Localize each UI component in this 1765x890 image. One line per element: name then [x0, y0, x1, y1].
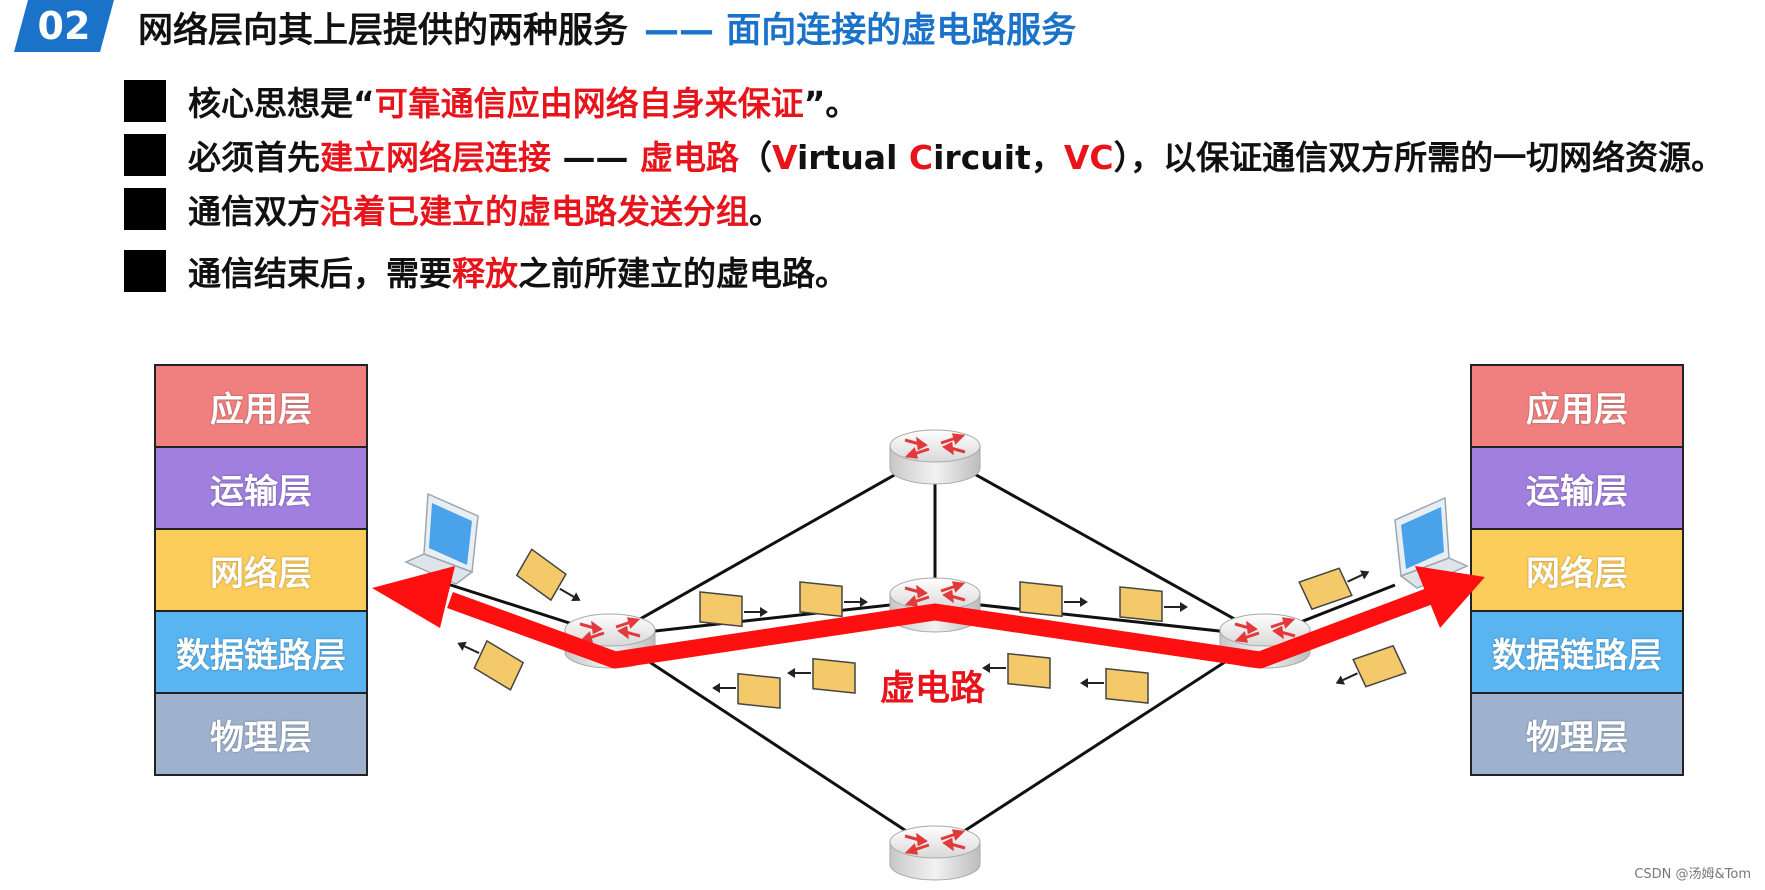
- layer-datalink: 数据链路层: [1472, 612, 1682, 694]
- bullet-segment: 之前所建立的虚电路。: [518, 254, 848, 293]
- bullet-segment: VC: [1063, 138, 1114, 177]
- bullet-segment: 虚电路: [639, 138, 739, 177]
- packet-icon: [513, 548, 592, 615]
- packet-icon: [711, 672, 781, 710]
- bullet-segment: （: [738, 138, 772, 177]
- link: [934, 450, 1266, 638]
- bullet-segment: 建立网络层连接: [320, 138, 551, 177]
- layer-network: 网络层: [1472, 530, 1682, 612]
- bullet-text: 通信结束后，需要释放之前所建立的虚电路。: [188, 247, 848, 295]
- bullet-item: 必须首先建立网络层连接 —— 虚电路（Virtual Circuit，VC），以…: [124, 130, 1724, 180]
- section-badge: 02: [14, 0, 114, 52]
- packet-icon: [981, 652, 1051, 690]
- left-protocol-stack: 应用层 运输层 网络层 数据链路层 物理层: [154, 364, 368, 776]
- packet-icon: [786, 657, 856, 695]
- bullet-segment: ——: [551, 138, 640, 177]
- bullet-text: 核心思想是“可靠通信应由网络自身来保证”。: [188, 77, 858, 125]
- bullet-text: 通信双方沿着已建立的虚电路发送分组。: [188, 185, 782, 233]
- router-bottom-icon: [888, 824, 982, 882]
- bullet-segment: 沿着已建立的虚电路发送分组: [320, 192, 749, 231]
- bullet-segment: ircuit，: [933, 138, 1064, 177]
- link: [609, 598, 936, 638]
- title-main: 网络层向其上层提供的两种服务: [138, 11, 629, 51]
- layer-application: 应用层: [156, 366, 366, 448]
- packet-icon: [1019, 580, 1089, 618]
- bullet-square-icon: [124, 134, 166, 176]
- packet-icon: [1079, 667, 1149, 705]
- bullet-segment: 。: [749, 192, 782, 231]
- layer-datalink: 数据链路层: [156, 612, 366, 694]
- bullet-square-icon: [124, 250, 166, 292]
- packet-icon: [799, 580, 869, 618]
- virtual-circuit-arrow: [372, 566, 1485, 669]
- link: [609, 634, 936, 852]
- bullet-segment: C: [908, 138, 934, 177]
- bullet-segment: 必须首先: [188, 138, 320, 177]
- layer-transport: 运输层: [1472, 448, 1682, 530]
- title-subtitle: —— 面向连接的虚电路服务: [644, 11, 1077, 51]
- link: [609, 450, 936, 638]
- virtual-circuit-label: 虚电路: [880, 669, 986, 709]
- bullet-item: 核心思想是“可靠通信应由网络自身来保证”。: [124, 76, 858, 126]
- packet-icon: [447, 628, 527, 691]
- watermark: CSDN @汤姆&Tom: [1634, 867, 1751, 882]
- bullet-segment: irtual: [796, 138, 909, 177]
- page-title: 网络层向其上层提供的两种服务 —— 面向连接的虚电路服务: [138, 2, 1076, 53]
- bullet-square-icon: [124, 188, 166, 230]
- bullet-text: 必须首先建立网络层连接 —— 虚电路（Virtual Circuit，VC），以…: [188, 131, 1724, 179]
- bullet-segment: V: [771, 138, 797, 177]
- bullet-segment: 释放: [452, 254, 518, 293]
- bullet-segment: 核心思想是“: [188, 84, 375, 123]
- bullet-square-icon: [124, 80, 166, 122]
- bullet-segment: 通信双方: [188, 192, 320, 231]
- layer-transport: 运输层: [156, 448, 366, 530]
- link: [934, 598, 1266, 638]
- bullet-segment: 可靠通信应由网络自身来保证: [374, 84, 804, 123]
- packet-icon: [699, 590, 769, 628]
- bullet-segment: 通信结束后，需要: [188, 254, 452, 293]
- right-protocol-stack: 应用层 运输层 网络层 数据链路层 物理层: [1470, 364, 1684, 776]
- layer-application: 应用层: [1472, 366, 1682, 448]
- link: [934, 634, 1266, 852]
- header: 02 网络层向其上层提供的两种服务 —— 面向连接的虚电路服务: [0, 0, 1765, 54]
- packet-icon: [1328, 640, 1407, 703]
- bullet-item: 通信双方沿着已建立的虚电路发送分组。: [124, 184, 782, 234]
- packet-icon: [1298, 552, 1377, 615]
- bullet-segment: ），以保证通信双方所需的一切网络资源。: [1113, 138, 1725, 177]
- bullet-segment: ”。: [803, 84, 859, 123]
- layer-network: 网络层: [156, 530, 366, 612]
- bullet-item: 通信结束后，需要释放之前所建立的虚电路。: [124, 246, 848, 296]
- packet-icon: [1119, 585, 1189, 623]
- layer-physical: 物理层: [1472, 694, 1682, 774]
- router-top-icon: [888, 428, 982, 486]
- layer-physical: 物理层: [156, 694, 366, 774]
